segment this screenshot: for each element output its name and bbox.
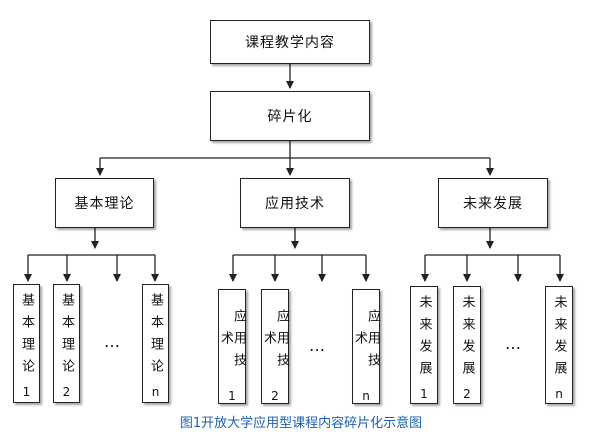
- ellipsis: …: [309, 336, 326, 355]
- leaf-node: 应用技术 1: [218, 289, 246, 404]
- root-node: 课程教学内容: [210, 20, 370, 64]
- category-label: 未来发展: [463, 196, 523, 212]
- leaf-label: 基本理论: [148, 293, 163, 381]
- leaf-node: 基本理论 2: [53, 284, 80, 403]
- figure-caption: 图1开放大学应用型课程内容碎片化示意图: [179, 416, 423, 431]
- fragmentation-node: 碎片化: [210, 91, 370, 141]
- leaf-index: 1: [19, 385, 34, 399]
- leaf-label: 基本理论: [59, 293, 74, 381]
- leaf-label: 未来发展: [416, 295, 432, 383]
- leaf-index: n: [359, 389, 373, 403]
- leaf-index: n: [148, 385, 163, 399]
- leaf-node: 应用技术 2: [261, 289, 289, 404]
- category-label: 应用技术: [265, 196, 325, 212]
- leaf-label: 应用技术: [218, 308, 246, 375]
- leaf-index: 1: [417, 387, 431, 401]
- root-node-label: 课程教学内容: [245, 35, 335, 51]
- ellipsis: …: [505, 334, 522, 353]
- leaf-label: 应用技术: [261, 308, 289, 375]
- leaf-label: 未来发展: [551, 295, 567, 383]
- leaf-node: 未来发展 n: [545, 286, 573, 404]
- leaf-node: 应用技术 n: [352, 289, 380, 404]
- leaf-label: 未来发展: [459, 295, 475, 383]
- leaf-index: 2: [460, 387, 474, 401]
- leaf-index: 1: [225, 389, 239, 403]
- leaf-label: 基本理论: [19, 293, 34, 381]
- leaf-node: 未来发展 1: [410, 286, 438, 404]
- category-node: 未来发展: [438, 178, 548, 228]
- category-label: 基本理论: [74, 196, 135, 212]
- leaf-label: 应用技术: [352, 308, 380, 375]
- leaf-node: 未来发展 2: [453, 286, 481, 404]
- leaf-index: 2: [59, 385, 74, 399]
- category-node: 应用技术: [240, 178, 350, 228]
- fragmentation-node-label: 碎片化: [267, 109, 313, 125]
- leaf-index: n: [552, 387, 566, 401]
- leaf-index: 2: [268, 389, 282, 403]
- leaf-node: 基本理论 n: [142, 284, 169, 403]
- ellipsis: …: [104, 332, 121, 351]
- category-node: 基本理论: [55, 178, 154, 228]
- leaf-node: 基本理论 1: [13, 284, 40, 403]
